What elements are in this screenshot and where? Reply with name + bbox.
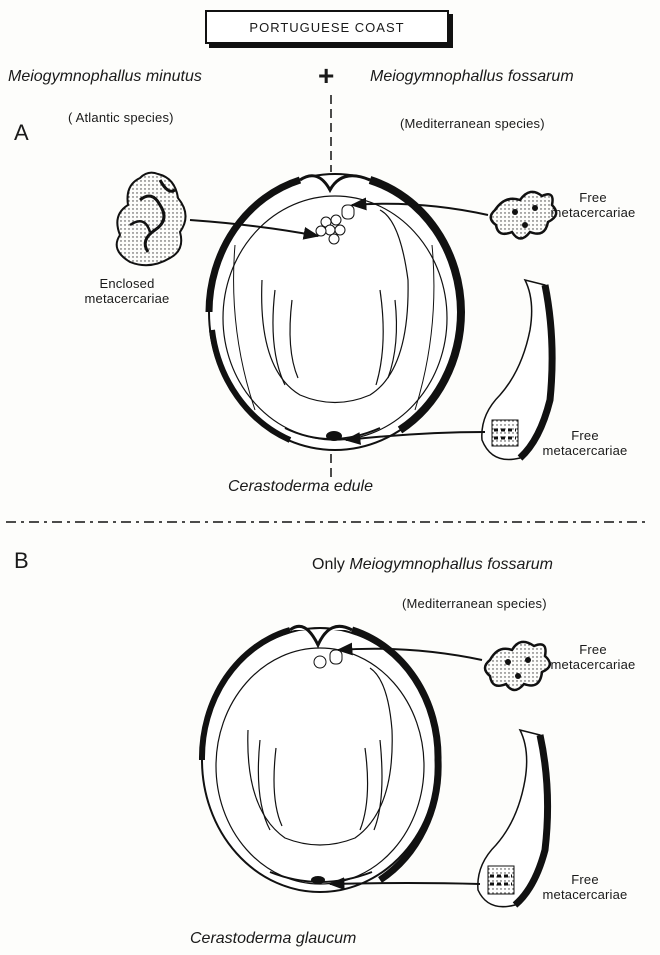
shell-a [209,174,461,450]
free-metacercariae-figure-b [485,642,550,690]
free-metacercariae-figure-a [491,192,556,239]
shell-b [202,626,438,892]
siphon-tissue-a [482,280,552,460]
siphon-tissue-b [478,730,548,907]
arrow-free-bottom-to-shell-b [330,883,480,884]
enclosed-metacercariae-figure [117,173,186,266]
